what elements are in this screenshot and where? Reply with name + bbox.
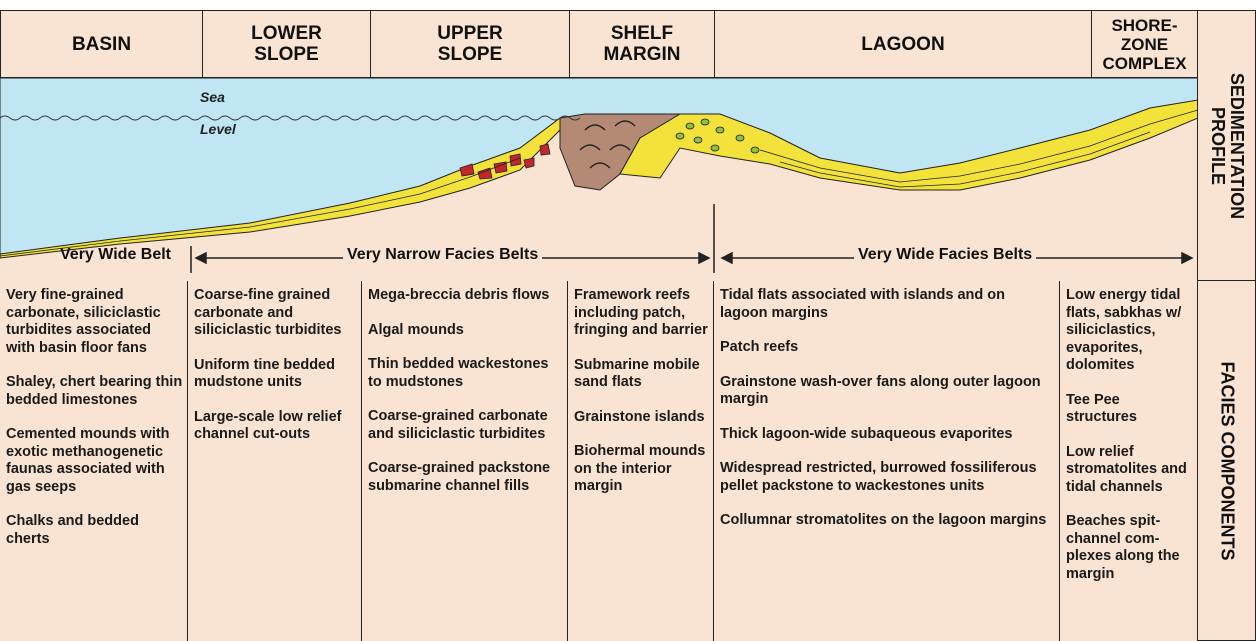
facies-item: Large-scale low relief channel cut-outs — [194, 409, 357, 444]
header-shelf-margin: SHELF MARGIN — [569, 10, 715, 78]
facies-item: Coarse-grained packstone submarine chann… — [368, 460, 563, 495]
column-lagoon: Tidal flats associated with islands and … — [714, 281, 1060, 641]
side-facies-components: FACIES COMPONENTS — [1197, 280, 1256, 641]
facies-item: Thin bedded wackestones to mudstones — [368, 356, 563, 391]
belt-very-wide-facies: Very Wide Facies Belts — [854, 246, 1036, 264]
facies-item: Low energy tidal flats, sabkhas w/ silic… — [1066, 287, 1193, 375]
header-lower-slope: LOWER SLOPE — [202, 10, 371, 78]
facies-item: Beaches spit-channel com-plexes along th… — [1066, 513, 1193, 583]
facies-item: Uniform tine bedded mudstone units — [194, 357, 357, 392]
facies-item: Chalks and bedded cherts — [6, 513, 183, 548]
facies-item: Shaley, chert bearing thin bedded limest… — [6, 374, 183, 409]
facies-item: Coarse-fine grained carbonate and silici… — [194, 287, 357, 340]
facies-item: Submarine mobile sand flats — [574, 357, 709, 392]
side-sedimentation-profile: SEDIMENTATION PROFILE — [1197, 10, 1256, 281]
facies-item: Grainstone islands — [574, 409, 709, 427]
facies-item: Biohermal mounds on the interior margin — [574, 443, 709, 496]
level-label: Level — [200, 121, 237, 137]
belt-very-wide: Very Wide Belt — [56, 246, 175, 264]
column-lower-slope: Coarse-fine grained carbonate and silici… — [188, 281, 362, 641]
column-shore-zone: Low energy tidal flats, sabkhas w/ silic… — [1060, 281, 1197, 641]
facies-item: Tee Pee structures — [1066, 392, 1193, 427]
facies-item: Cemented mounds with exotic methanogenet… — [6, 426, 183, 496]
header-basin: BASIN — [0, 10, 203, 78]
facies-item: Very fine-grained carbonate, siliciclast… — [6, 287, 183, 357]
facies-item: Mega-breccia debris flows — [368, 287, 563, 305]
column-basin: Very fine-grained carbonate, siliciclast… — [0, 281, 188, 641]
sea-label: Sea — [200, 89, 225, 105]
header-lagoon: LAGOON — [714, 10, 1092, 78]
facies-item: Patch reefs — [720, 339, 1055, 357]
header-upper-slope: UPPER SLOPE — [370, 10, 570, 78]
facies-item: Low relief stromatolites and tidal chann… — [1066, 444, 1193, 497]
belt-very-narrow: Very Narrow Facies Belts — [343, 246, 542, 264]
header-shore-zone: SHORE- ZONE COMPLEX — [1091, 10, 1198, 78]
facies-item: Coarse-grained carbonate and siliciclast… — [368, 408, 563, 443]
facies-item: Collumnar stromatolites on the lagoon ma… — [720, 512, 1055, 530]
facies-item: Tidal flats associated with islands and … — [720, 287, 1055, 322]
facies-item: Thick lagoon-wide subaqueous evaporites — [720, 426, 1055, 444]
facies-item: Grainstone wash-over fans along outer la… — [720, 374, 1055, 409]
facies-item: Framework reefs including patch, fringin… — [574, 287, 709, 340]
facies-item: Algal mounds — [368, 322, 563, 340]
column-shelf-margin: Framework reefs including patch, fringin… — [568, 281, 714, 641]
facies-item: Widespread restricted, burrowed fossilif… — [720, 460, 1055, 495]
